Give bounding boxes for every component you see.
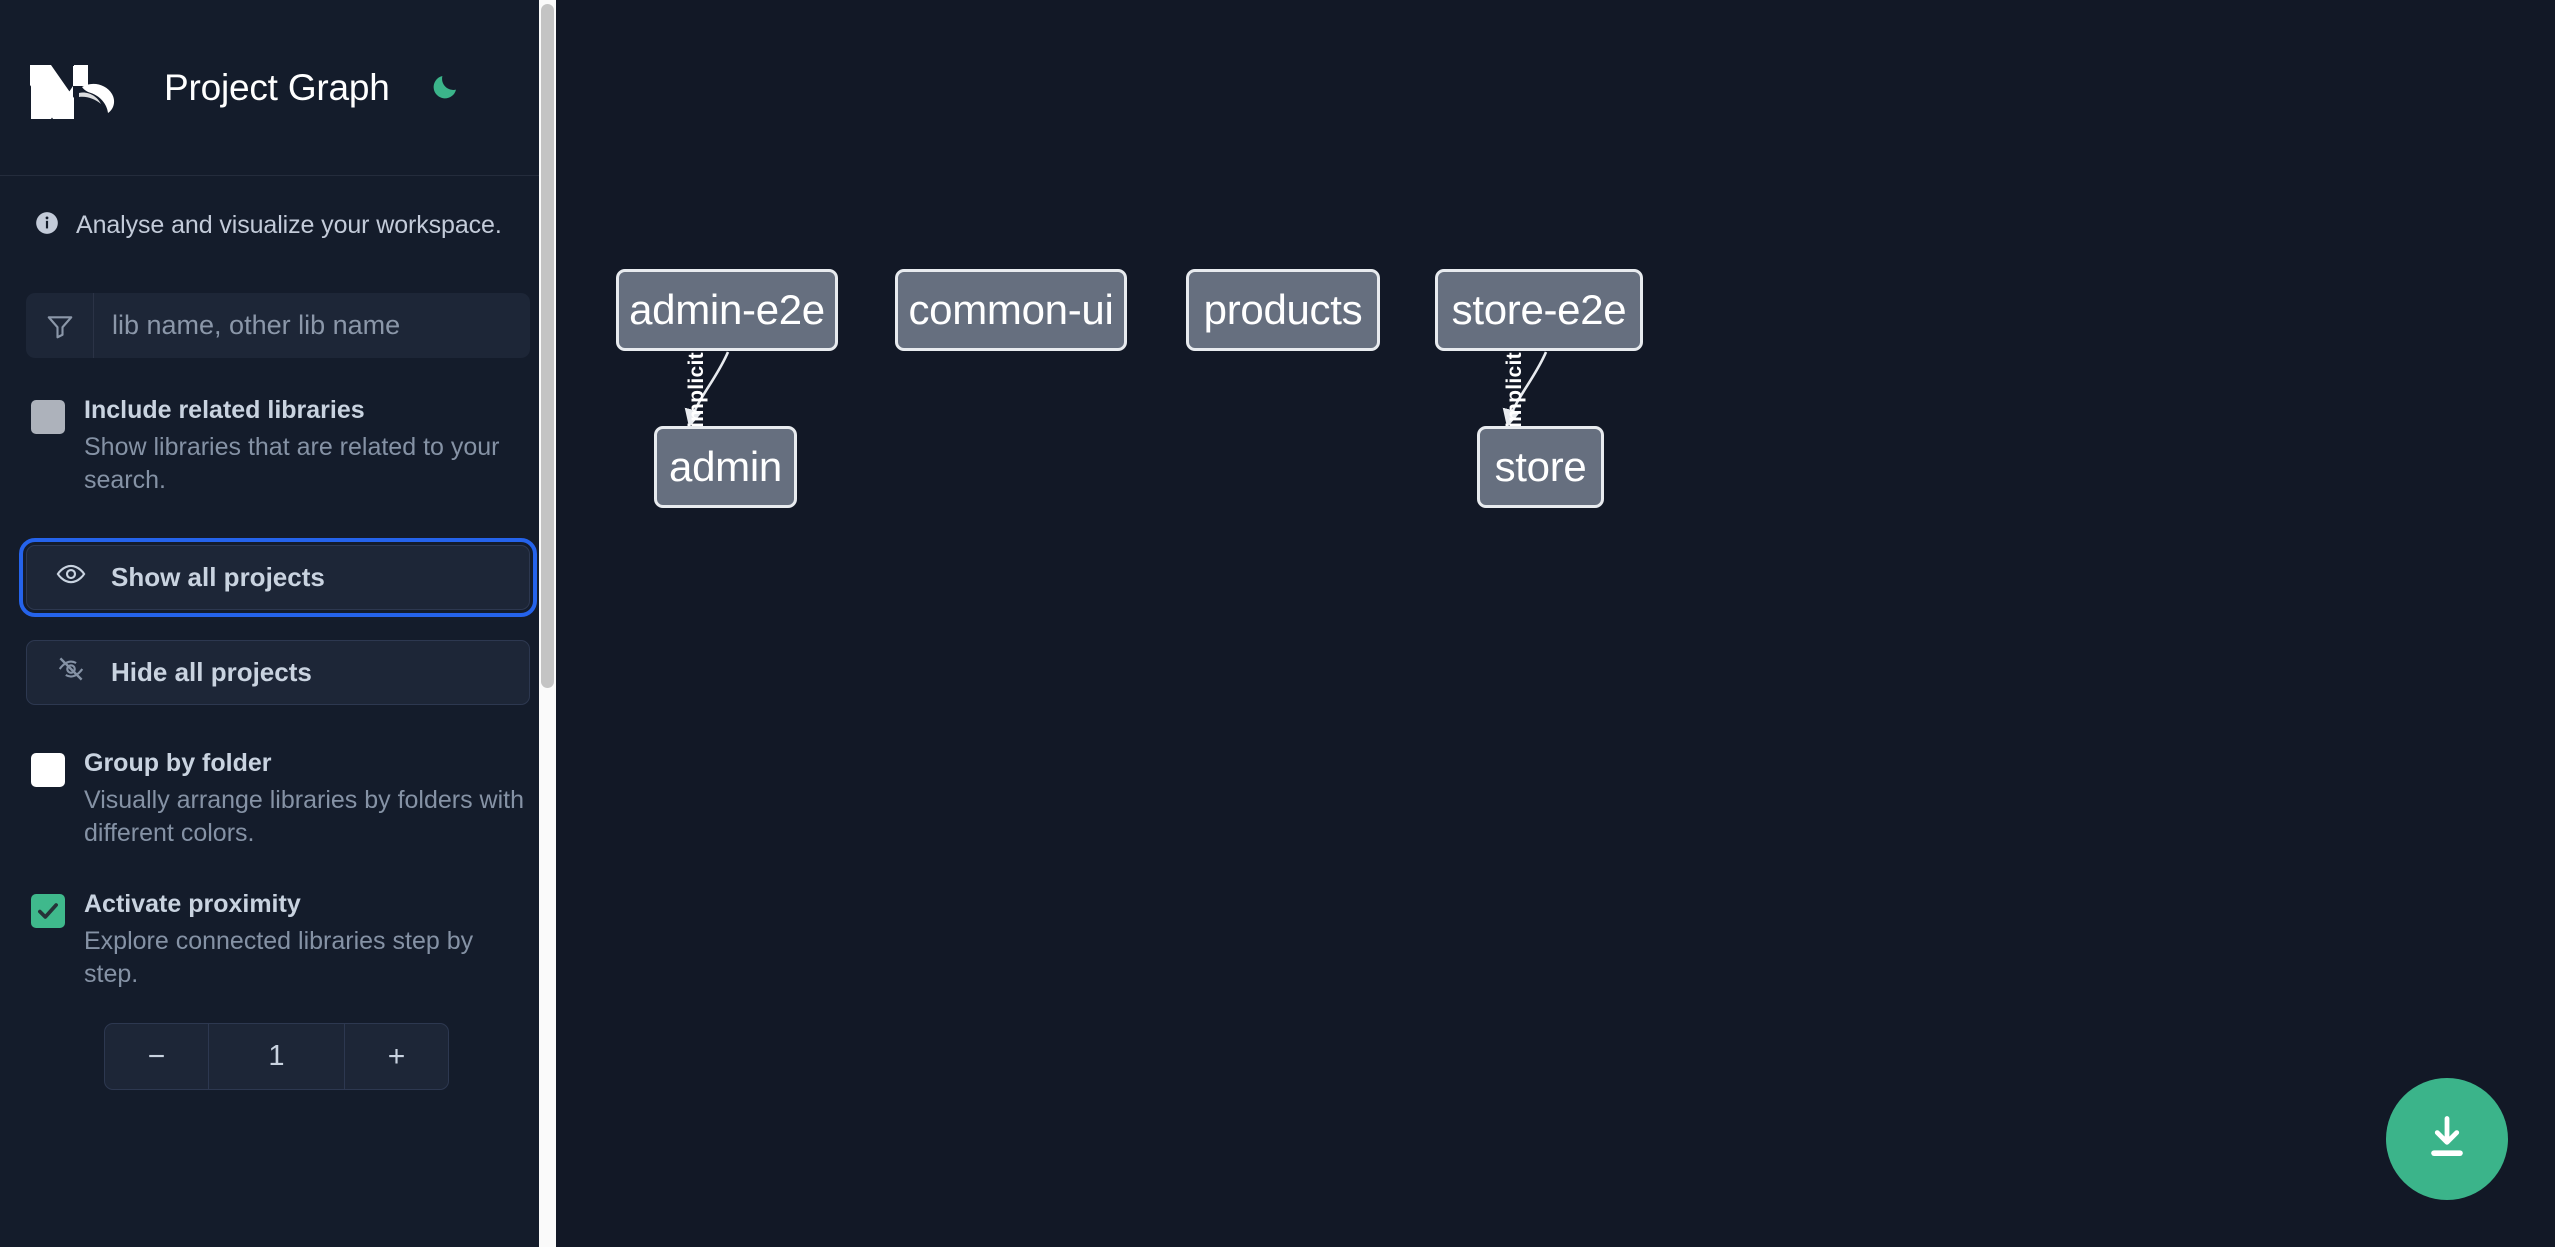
include-related-checkbox[interactable] [31, 400, 65, 434]
show-all-projects-button[interactable]: Show all projects [19, 538, 537, 617]
option-group-by-folder[interactable]: Group by folder Visually arrange librari… [26, 749, 530, 850]
search-input[interactable] [94, 293, 530, 358]
eye-slash-icon [56, 654, 86, 691]
option-label: Group by folder [84, 749, 272, 777]
filter-funnel-icon[interactable] [26, 293, 94, 358]
option-label: Activate proximity [84, 890, 301, 918]
edge-label-implicit: implicit [684, 352, 708, 428]
stepper-decrement-button[interactable]: − [105, 1024, 209, 1089]
page-title: Project Graph [164, 66, 390, 108]
info-icon [34, 210, 60, 241]
stepper-value: 1 [268, 1040, 285, 1072]
graph-node-admin[interactable]: admin [654, 426, 797, 508]
edge-label-implicit: implicit [1502, 352, 1526, 428]
nx-logo [27, 57, 123, 119]
moon-icon[interactable] [423, 67, 465, 109]
tagline: Analyse and visualize your workspace. [34, 210, 530, 241]
graph-node-store[interactable]: store [1477, 426, 1604, 508]
option-description: Explore connected libraries step by step… [84, 926, 474, 988]
graph-canvas[interactable]: implicit implicit admin-e2e common-ui pr… [556, 0, 2555, 1247]
option-include-related-libraries[interactable]: Include related libraries Show libraries… [26, 396, 530, 497]
option-description: Visually arrange libraries by folders wi… [84, 785, 525, 847]
stepper-increment-button[interactable]: + [344, 1024, 448, 1089]
option-description: Show libraries that are related to your … [84, 432, 500, 494]
option-activate-proximity[interactable]: Activate proximity Explore connected lib… [26, 890, 530, 991]
group-by-folder-checkbox[interactable] [31, 753, 65, 787]
sidebar-scrollbar[interactable] [539, 0, 556, 1247]
download-icon [2421, 1112, 2473, 1167]
graph-node-store-e2e[interactable]: store-e2e [1435, 269, 1643, 351]
hide-all-projects-wrap: Hide all projects [26, 640, 530, 705]
hide-all-projects-button[interactable]: Hide all projects [26, 640, 530, 705]
download-graph-button[interactable] [2386, 1078, 2508, 1200]
hide-all-projects-label: Hide all projects [111, 657, 312, 687]
sidebar-header: Project Graph [0, 0, 556, 176]
tagline-text: Analyse and visualize your workspace. [76, 211, 502, 239]
option-label: Include related libraries [84, 396, 365, 424]
sidebar-body: Analyse and visualize your workspace. In… [0, 210, 556, 1090]
show-all-projects-wrap: Show all projects [19, 538, 537, 617]
graph-node-common-ui[interactable]: common-ui [895, 269, 1127, 351]
filter-search-row [26, 293, 530, 358]
show-all-projects-label: Show all projects [111, 562, 325, 592]
sidebar: Project Graph Analyse and visualize your… [0, 0, 556, 1247]
sidebar-scrollbar-thumb[interactable] [541, 4, 554, 688]
graph-edges [684, 351, 1548, 428]
graph-node-admin-e2e[interactable]: admin-e2e [616, 269, 838, 351]
activate-proximity-checkbox[interactable] [31, 894, 65, 928]
eye-icon [56, 559, 86, 596]
graph-node-products[interactable]: products [1186, 269, 1380, 351]
proximity-stepper: − 1 + [104, 1023, 449, 1090]
